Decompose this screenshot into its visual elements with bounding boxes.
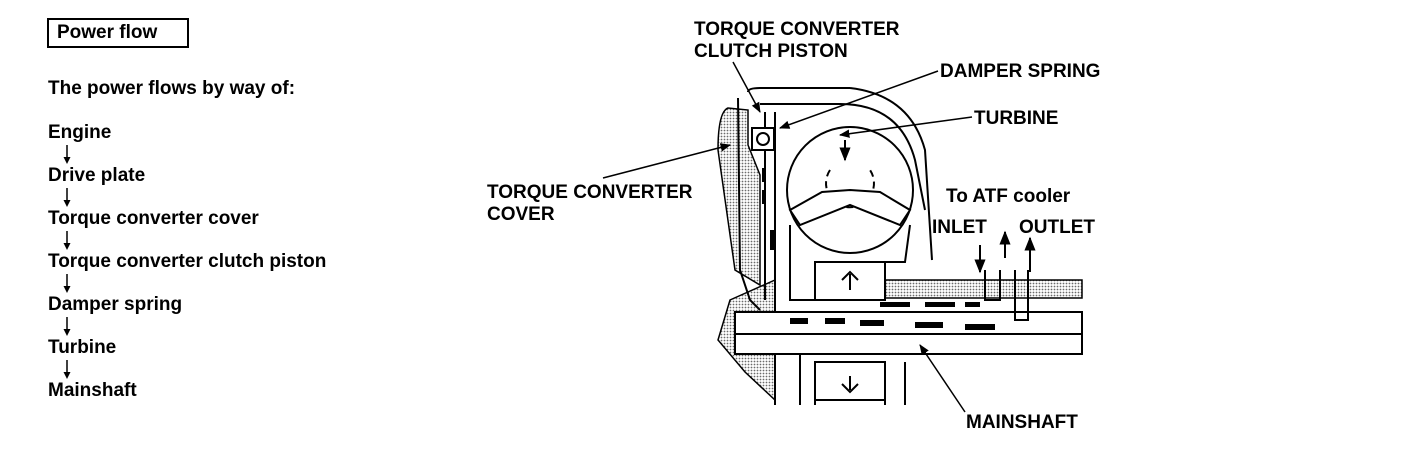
label-damper-spring: DAMPER SPRING bbox=[940, 61, 1100, 82]
stator-block bbox=[789, 224, 911, 301]
section-title: Power flow bbox=[57, 22, 158, 43]
flow-arrow-icon bbox=[48, 359, 326, 380]
flow-step-converter-cover: Torque converter cover bbox=[48, 208, 259, 229]
label-outlet: OUTLET bbox=[1019, 217, 1095, 238]
intro-text: The power flows by way of: bbox=[48, 78, 296, 99]
label-turbine: TURBINE bbox=[974, 108, 1058, 129]
label-clutch-piston-line2: CLUTCH PISTON bbox=[694, 41, 848, 62]
section-title-box: Power flow bbox=[47, 18, 189, 48]
flow-arrow-icon bbox=[48, 187, 326, 208]
flow-arrow-icon bbox=[48, 230, 326, 251]
flow-arrow-icon bbox=[48, 316, 326, 337]
flow-step-mainshaft: Mainshaft bbox=[48, 380, 137, 401]
label-mainshaft: MAINSHAFT bbox=[966, 412, 1078, 433]
label-inlet: INLET bbox=[932, 217, 987, 238]
power-flow-list: Engine Drive plate Torque converter cove… bbox=[48, 122, 326, 402]
label-cover-line1: TORQUE CONVERTER bbox=[487, 182, 693, 203]
label-cover-line2: COVER bbox=[487, 204, 555, 225]
flow-step-drive-plate: Drive plate bbox=[48, 165, 146, 186]
label-clutch-piston-line1: TORQUE CONVERTER bbox=[694, 19, 900, 40]
flow-arrow-icon bbox=[48, 144, 326, 165]
flow-step-damper-spring: Damper spring bbox=[48, 294, 183, 315]
cooler-ports bbox=[974, 230, 1036, 321]
flow-step-clutch-piston: Torque converter clutch piston bbox=[48, 251, 327, 272]
clutch-piston-icon bbox=[751, 127, 775, 151]
label-atf-cooler: To ATF cooler bbox=[946, 186, 1071, 207]
turbine-wheel bbox=[786, 126, 914, 254]
leader-lines bbox=[602, 61, 973, 413]
flow-arrow-icon bbox=[48, 273, 326, 294]
flow-step-engine: Engine bbox=[48, 122, 112, 143]
mainshaft-body bbox=[734, 311, 1083, 405]
flow-step-turbine: Turbine bbox=[48, 337, 117, 358]
fluid-flow-arrows bbox=[762, 168, 995, 330]
